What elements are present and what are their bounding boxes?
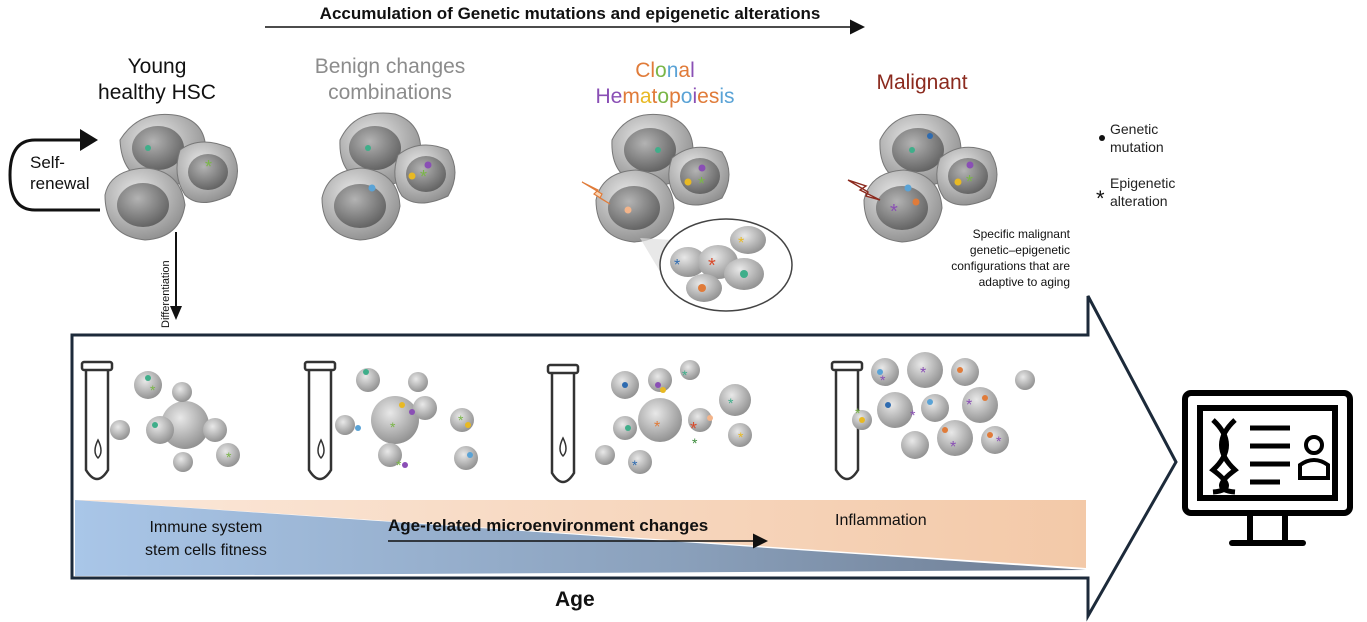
monitor-icon	[1182, 390, 1353, 546]
svg-text:*: *	[654, 419, 660, 436]
self-renewal-line1: Self-	[30, 153, 65, 172]
svg-text:*: *	[996, 433, 1002, 449]
svg-text:*: *	[420, 167, 427, 187]
clonal-cells: * * * *	[581, 113, 793, 312]
clonal-title-line1: Clonal	[585, 58, 745, 84]
svg-text:*: *	[682, 367, 688, 383]
legend-genetic-line2: mutation	[1110, 139, 1164, 155]
svg-text:*: *	[205, 157, 212, 177]
malignant-note-line1: Specific malignant	[972, 227, 1070, 241]
fitness-gradient	[75, 500, 1086, 576]
svg-text:*: *	[390, 419, 396, 435]
header-label: Accumulation of Genetic mutations and ep…	[319, 4, 821, 23]
young-hsc-cells: *	[104, 113, 238, 241]
self-renewal-label: Self- renewal	[30, 152, 90, 194]
malignant-note-line2: genetic–epigenetic	[969, 243, 1070, 257]
clonal-title-letter: H	[595, 85, 611, 108]
age-axis-label: Age	[555, 588, 595, 611]
young-title-line1: Young	[127, 55, 187, 78]
self-renewal-arrow	[8, 138, 100, 212]
svg-text:*: *	[966, 172, 973, 192]
benign-title-line2: combinations	[328, 81, 452, 104]
young-title-line2: healthy HSC	[98, 81, 216, 104]
fitness-label-line2: stem cells fitness	[145, 542, 267, 559]
self-renewal-line2: renewal	[30, 174, 90, 193]
clonal-title-letter: s	[723, 85, 735, 108]
svg-text:*: *	[920, 365, 926, 382]
blood-cluster-2: * * *	[335, 368, 478, 473]
svg-text:*: *	[738, 429, 744, 445]
svg-text:*: *	[728, 395, 734, 411]
clonal-title-letter: l	[690, 59, 695, 82]
svg-text:*: *	[738, 235, 744, 252]
differentiation-label: Differentiation	[160, 260, 172, 328]
legend-dot	[1099, 135, 1105, 141]
legend-genetic-line1: Genetic	[1110, 121, 1159, 137]
svg-text:*: *	[674, 257, 680, 274]
legend-epigenetic-line2: alteration	[1110, 193, 1168, 209]
clonal-title-letter: e	[610, 85, 623, 108]
microenvironment-label: Age-related microenvironment changes	[388, 516, 709, 535]
malignant-note-line4: adaptive to aging	[978, 275, 1070, 289]
benign-title: Benign changes combinations	[300, 54, 480, 106]
svg-text:*: *	[690, 419, 697, 439]
svg-text:*: *	[150, 382, 156, 398]
svg-text:*: *	[708, 255, 716, 277]
clonal-title-letter: m	[622, 85, 640, 108]
clonal-title-letter: i	[719, 85, 724, 108]
clonal-title-letter: i	[692, 85, 698, 108]
clonal-title-letter: t	[651, 85, 658, 108]
clonal-title-letter: s	[708, 85, 720, 108]
blood-cluster-4: * * * * * * *	[852, 352, 1035, 459]
svg-text:*: *	[890, 201, 898, 223]
clonal-title-letter: o	[657, 85, 670, 108]
clonal-title-letter: o	[680, 85, 693, 108]
blood-cluster-1: * *	[110, 371, 240, 472]
self-renewal-arrowhead	[80, 129, 98, 151]
fitness-label: Immune system stem cells fitness	[145, 516, 267, 562]
svg-text:*: *	[880, 372, 886, 388]
young-hsc-title: Young healthy HSC	[92, 54, 222, 106]
inflammation-label: Inflammation	[835, 512, 927, 529]
clonal-title-letter: l	[650, 59, 656, 82]
clonal-title-letter: a	[639, 85, 652, 108]
inflammation-gradient	[75, 500, 1086, 568]
svg-text:*: *	[458, 412, 464, 428]
legend-star: *	[1096, 186, 1105, 211]
svg-text:*: *	[910, 407, 916, 423]
clonal-title-letter: e	[697, 85, 709, 108]
legend-epigenetic: Epigenetic alteration	[1110, 174, 1175, 210]
clonal-title-letter: p	[669, 85, 681, 108]
svg-text:*: *	[396, 457, 402, 473]
legend-epigenetic-line1: Epigenetic	[1110, 175, 1176, 191]
svg-text:*: *	[692, 435, 698, 451]
fitness-label-line1: Immune system	[149, 519, 263, 536]
svg-text:*: *	[698, 174, 705, 194]
svg-text:*: *	[855, 405, 861, 421]
svg-text:*: *	[226, 449, 232, 465]
legend-genetic: Genetic mutation	[1110, 120, 1164, 156]
malignant-note: Specific malignant genetic–epigenetic co…	[920, 226, 1070, 290]
malignant-note-line3: configurations that are	[951, 259, 1070, 273]
test-tubes	[80, 360, 864, 484]
clonal-title: Clonal Hematopoiesis	[585, 58, 745, 110]
benign-title-line1: Benign changes	[314, 55, 466, 78]
svg-text:*: *	[966, 397, 972, 414]
age-arrow-frame	[70, 295, 1178, 622]
svg-text:*: *	[632, 457, 638, 473]
clonal-title-letter: C	[635, 59, 651, 82]
clonal-title-letter: n	[666, 59, 679, 82]
clonal-title-letter: a	[678, 59, 691, 82]
malignant-cells: * *	[847, 113, 998, 243]
clonal-title-line2: Hematopoiesis	[585, 84, 745, 110]
svg-text:*: *	[950, 439, 956, 456]
malignant-title: Malignant	[876, 71, 968, 94]
benign-cells: *	[321, 112, 456, 241]
blood-cluster-3: * * * * * * *	[595, 360, 752, 474]
clonal-title-letter: o	[655, 59, 667, 82]
